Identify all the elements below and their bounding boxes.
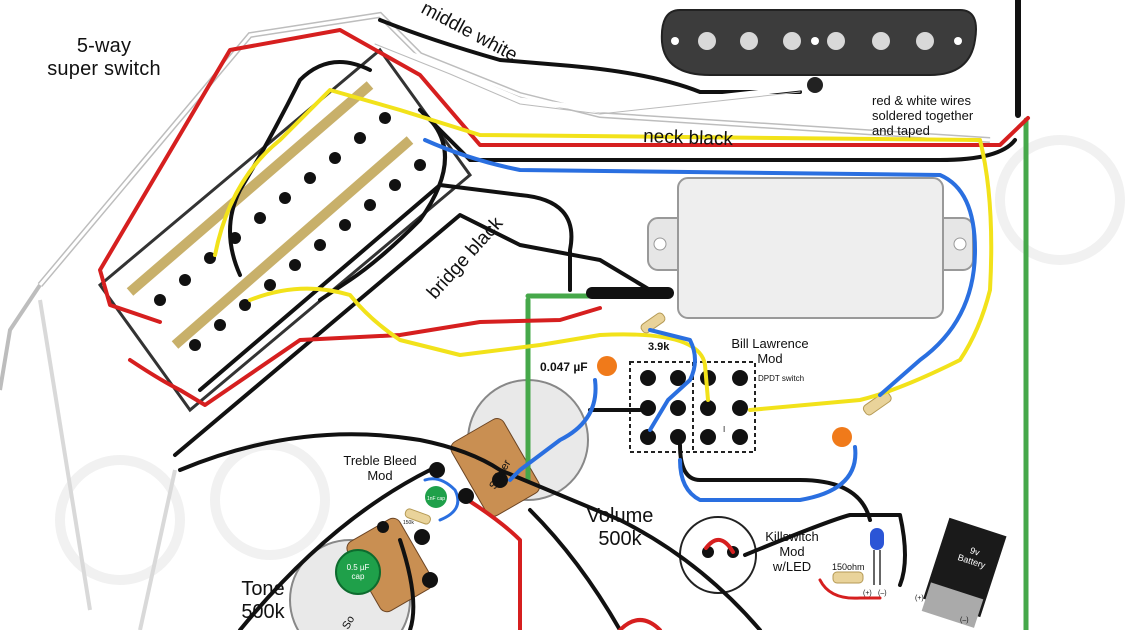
text-line: cap <box>352 572 365 581</box>
text-line: 5-way <box>77 35 131 57</box>
text-line: and taped <box>872 123 930 138</box>
text-line: red & white wires <box>872 93 971 108</box>
background-watermark <box>55 135 1125 585</box>
text-line: Treble Bleed <box>343 453 416 468</box>
humbucker-pickup <box>647 177 974 319</box>
text-line: 9v <box>969 545 982 558</box>
text-line: Mod <box>367 468 392 483</box>
text-line: Mod <box>757 351 782 366</box>
text-line: w/LED <box>772 559 811 574</box>
pole-pieces <box>698 32 934 50</box>
components <box>404 312 892 584</box>
resistor-150-label: 150ohm <box>832 562 865 572</box>
led-plus-label: (+) <box>863 590 872 597</box>
pickguard-outline <box>0 11 991 630</box>
five-way-switch <box>97 47 473 413</box>
switch-mark: I <box>723 425 725 434</box>
pot-lugs <box>377 462 508 588</box>
text-line: 500k <box>241 601 285 623</box>
text-line: 500k <box>598 528 642 550</box>
neck-pickup <box>660 9 977 93</box>
text-line: soldered together <box>872 108 974 123</box>
text-line: Mod <box>779 544 804 559</box>
text-line: Killswitch <box>765 529 818 544</box>
middle-white-label: middle white <box>418 0 521 66</box>
neck-black-label: neck black <box>643 126 734 150</box>
switch-lugs <box>154 112 426 351</box>
battery-plus-label: (+) <box>915 595 924 602</box>
bleed-res-label: 150k <box>403 520 414 526</box>
text-line: Volume <box>587 505 654 527</box>
resistor-value-label: 3.9k <box>648 341 670 353</box>
dpdt-label: DPDT switch <box>758 374 804 383</box>
solder-tone-label: So <box>340 614 357 630</box>
text-line: Bill Lawrence <box>731 336 808 351</box>
bleed-cap-label: 1nF cap <box>427 496 445 502</box>
tone-pot <box>289 517 434 630</box>
battery-minus-label: (–) <box>960 617 969 624</box>
text-line: super switch <box>47 58 161 80</box>
text-line: Tone <box>241 578 284 600</box>
cap-value-label: 0.047 µF <box>540 360 588 374</box>
bridge-black-label: bridge black <box>423 213 507 304</box>
text-line: 0.5 µF <box>347 563 370 572</box>
battery <box>921 517 1007 628</box>
led-minus-label: (–) <box>878 590 887 597</box>
led <box>870 528 884 585</box>
